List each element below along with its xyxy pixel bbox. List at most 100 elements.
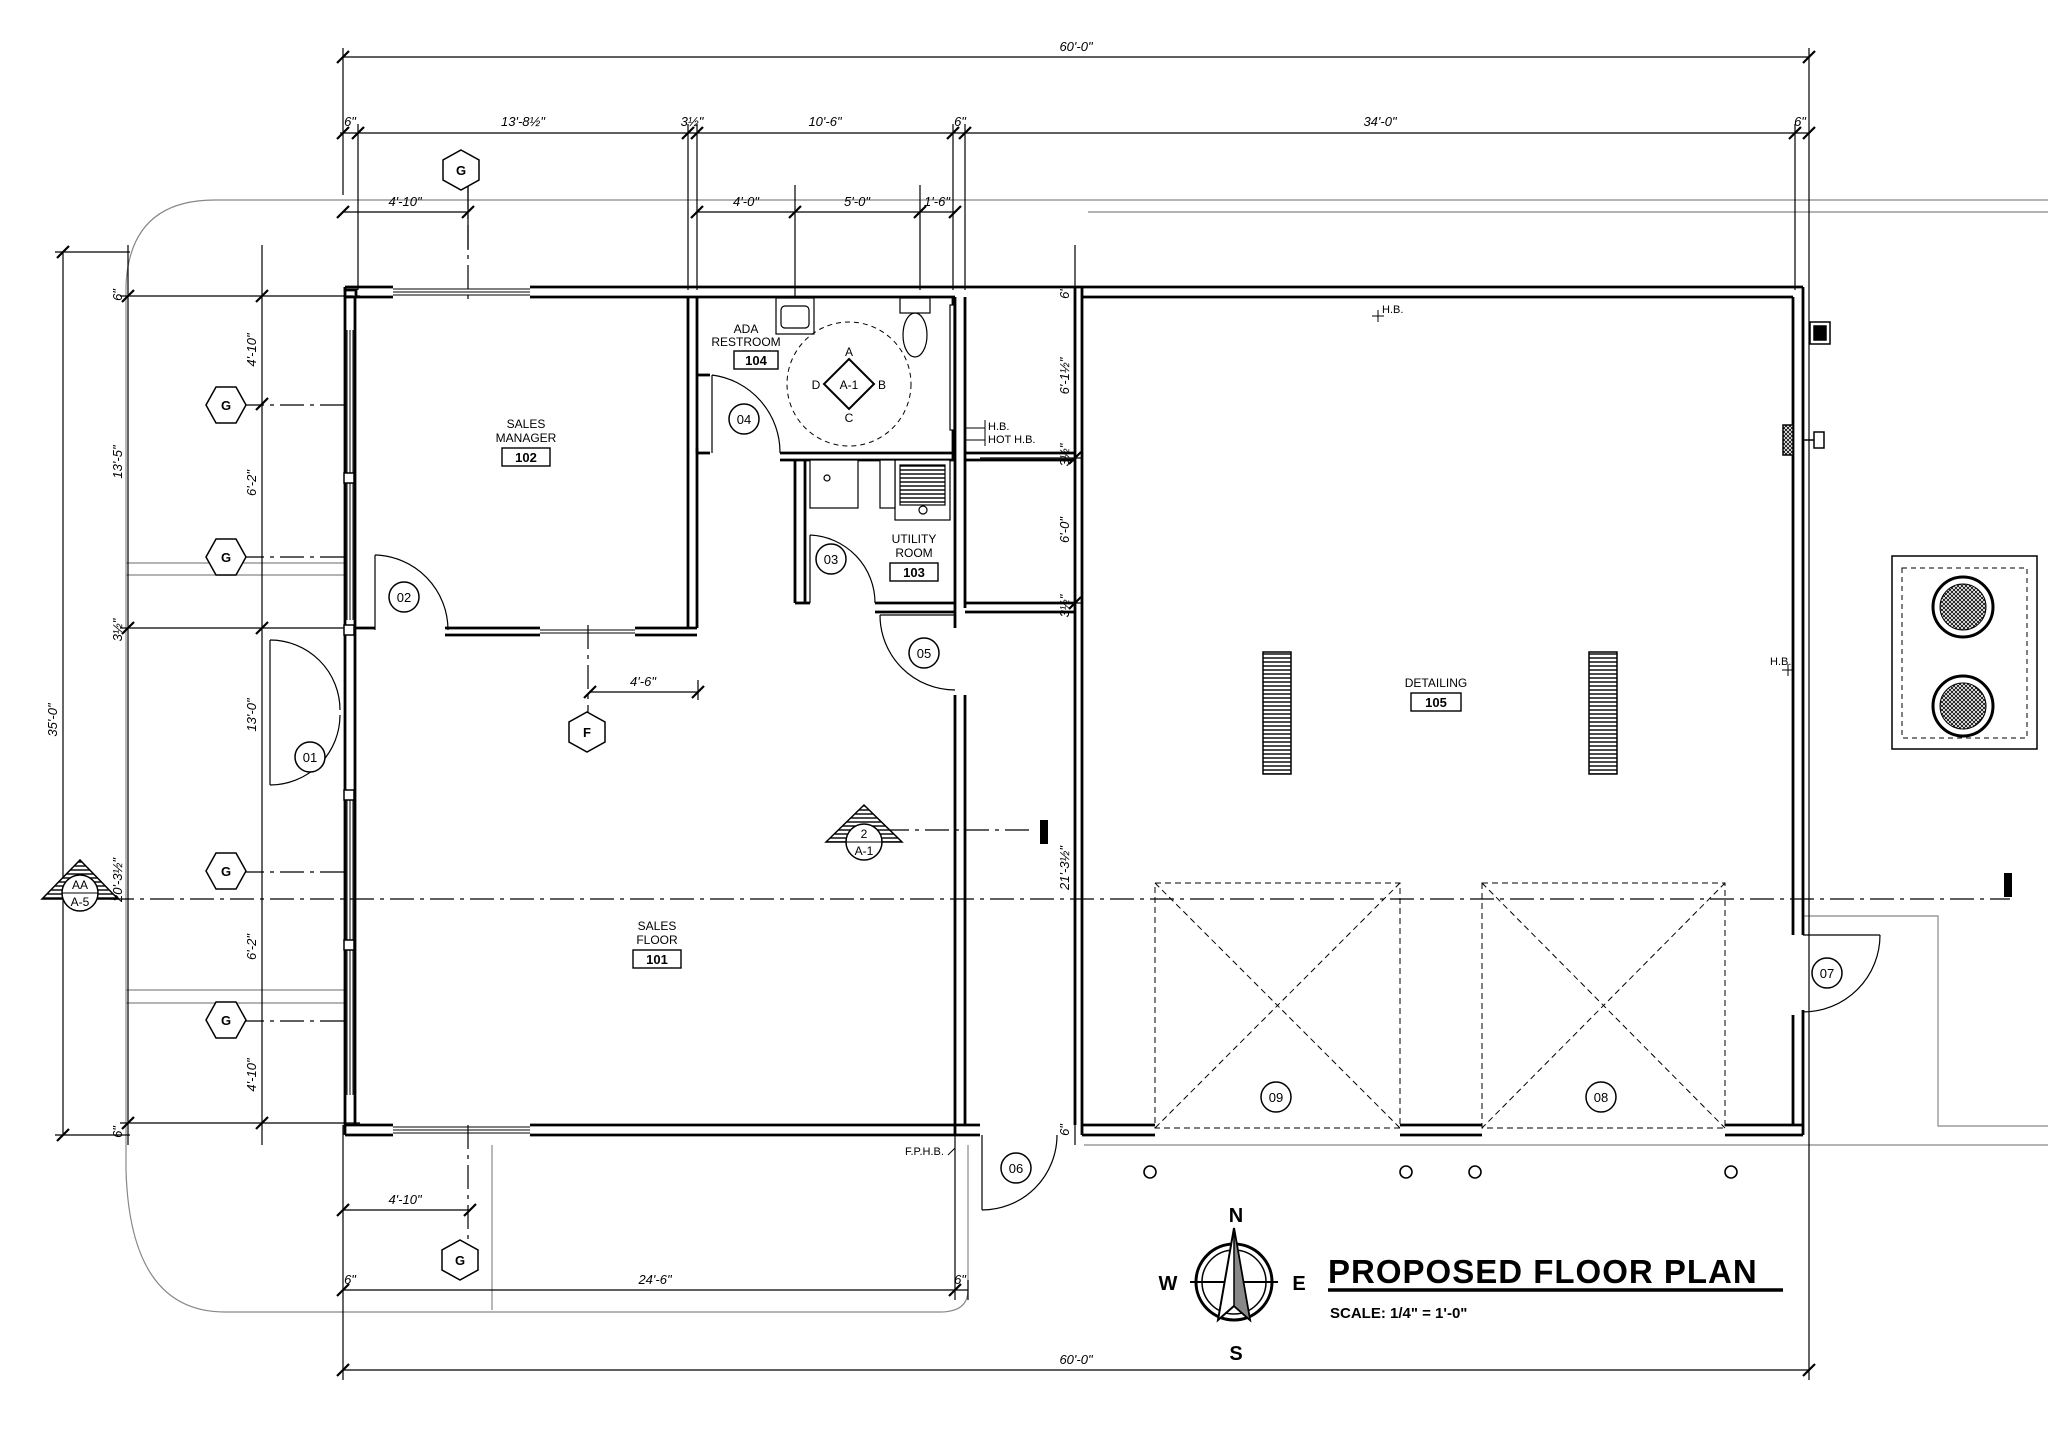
dim-mid-6-0: 6'-0" xyxy=(1057,516,1072,543)
door-tag-08: 08 xyxy=(1594,1090,1608,1105)
door-tag-03: 03 xyxy=(824,552,838,567)
window-tag-top: G xyxy=(456,163,466,178)
room-101-name-1: SALES xyxy=(638,919,677,933)
dim-left-20-3: 20'-3½" xyxy=(110,857,125,903)
dim-seg-6a: 6" xyxy=(344,114,357,129)
dim-w-4-0: 4'-0" xyxy=(733,194,760,209)
window-tags xyxy=(205,149,606,1281)
section-mark-2: 2 A-1 xyxy=(824,803,904,861)
dim-w-6-bottom-left: 6" xyxy=(344,1272,357,1287)
room-label-text: SALES MANAGER 102 ADA RESTROOM 104 UTILI… xyxy=(496,322,1468,967)
storefront-windows xyxy=(346,288,635,1134)
section-mark-aa: AA A-5 xyxy=(40,858,120,912)
door-tags xyxy=(294,403,1843,1184)
title-block: PROPOSED FLOOR PLAN SCALE: 1/4" = 1'-0" xyxy=(1328,1253,1783,1322)
room-101-name-2: FLOOR xyxy=(636,933,678,947)
dimension-lines xyxy=(55,48,1810,1380)
dimension-ticks xyxy=(56,50,1816,1377)
note-leaders xyxy=(947,310,1794,1156)
note-hot-hb: HOT H.B. xyxy=(988,434,1035,446)
dim-w-4-10-bottom: 4'-10" xyxy=(388,1192,423,1207)
dim-w-5-0: 5'-0" xyxy=(844,194,871,209)
door-tag-09: 09 xyxy=(1269,1090,1283,1105)
section-mark-aa-top: AA xyxy=(72,878,88,892)
dim-mid-6-bottom: 6" xyxy=(1057,1123,1072,1136)
window-tag-west-1: G xyxy=(221,398,231,413)
notes: H.B. H.B. HOT H.B. H.B. F.P.H.B. xyxy=(905,304,1791,1158)
window-tag-bottom: G xyxy=(455,1253,465,1268)
dim-seg-6b: 6" xyxy=(954,114,967,129)
dim-w-24-6: 24'-6" xyxy=(637,1272,673,1287)
equipment-pad xyxy=(1891,555,2038,750)
section-mark-2-bottom: A-1 xyxy=(855,844,874,858)
room-105-number: 105 xyxy=(1425,695,1447,710)
plumbing-fixtures xyxy=(775,297,955,521)
dim-inner-13-0: 13'-0" xyxy=(244,697,259,732)
dim-mid-6-1: 6'-1½" xyxy=(1057,356,1072,394)
note-hb-right: H.B. xyxy=(1770,656,1791,668)
note-hb-top: H.B. xyxy=(1382,304,1403,316)
door-tag-01: 01 xyxy=(303,750,317,765)
door-tag-07: 07 xyxy=(1820,966,1834,981)
room-104-number: 104 xyxy=(745,353,767,368)
sheet-scale: SCALE: 1/4" = 1'-0" xyxy=(1330,1305,1467,1322)
turning-circle-a: A xyxy=(845,345,853,359)
door-tag-04: 04 xyxy=(737,412,751,427)
site-outline xyxy=(125,199,2048,1313)
dim-w-1-6: 1'-6" xyxy=(924,194,951,209)
compass-south: S xyxy=(1229,1343,1242,1365)
door-swings xyxy=(269,374,1881,1211)
door-tag-06: 06 xyxy=(1009,1161,1023,1176)
dim-left-6-top: 6" xyxy=(110,288,125,301)
window-mullions xyxy=(343,472,355,951)
window-tag-text: G G G G G G F xyxy=(221,163,591,1268)
dim-w-4-10-top: 4'-10" xyxy=(388,194,423,209)
dim-overall-bottom: 60'-0" xyxy=(1059,1352,1094,1367)
door-tag-02: 02 xyxy=(397,590,411,605)
room-105-name-1: DETAILING xyxy=(1405,676,1467,690)
dim-seg-34: 34'-0" xyxy=(1363,114,1398,129)
dim-inner-4-10-top: 4'-10" xyxy=(244,332,259,367)
dimension-text: 60'-0" 6" 13'-8½" 3½" 10'-6" 6" 34'-0" 6… xyxy=(45,39,1807,1367)
window-tag-west-2: G xyxy=(221,550,231,565)
dim-w-6-bottom-right: 6" xyxy=(954,1272,967,1287)
dim-inner-6-2-bottom: 6'-2" xyxy=(244,933,259,960)
compass-west: W xyxy=(1159,1273,1178,1295)
walls xyxy=(343,285,1805,1137)
window-tag-f: F xyxy=(583,725,591,740)
room-102-name-1: SALES xyxy=(507,417,546,431)
window-tag-west-4: G xyxy=(221,1013,231,1028)
section-mark-aa-bottom: A-5 xyxy=(71,895,90,909)
north-arrow: N S E W xyxy=(1159,1205,1306,1365)
overhead-doors xyxy=(1154,882,1726,1129)
room-103-number: 103 xyxy=(903,565,925,580)
room-104-name-2: RESTROOM xyxy=(711,335,780,349)
room-102-name-2: MANAGER xyxy=(496,431,557,445)
dim-seg-13-8: 13'-8½" xyxy=(501,114,546,129)
turning-circle-ref: A-1 xyxy=(840,378,859,392)
section-mark-2-top: 2 xyxy=(861,827,868,841)
ada-turning-circle: A-1 A B C D xyxy=(786,321,912,447)
wall-equipment xyxy=(1782,321,1831,456)
compass-east: E xyxy=(1292,1273,1305,1295)
dim-left-13-5: 13'-5" xyxy=(110,444,125,479)
dim-overall-top: 60'-0" xyxy=(1059,39,1094,54)
dim-inner-4-10-bottom: 4'-10" xyxy=(244,1057,259,1092)
window-tag-west-3: G xyxy=(221,864,231,879)
dim-left-35: 35'-0" xyxy=(45,702,60,737)
sheet-title: PROPOSED FLOOR PLAN xyxy=(1328,1253,1758,1290)
door-tag-05: 05 xyxy=(917,646,931,661)
dim-mid-3-5-a: 3½" xyxy=(1057,442,1072,466)
dim-mid-21-3: 21'-3½" xyxy=(1057,845,1072,891)
door-tag-text: 01 02 03 04 05 06 07 08 09 xyxy=(303,412,1834,1176)
note-fphb: F.P.H.B. xyxy=(905,1146,944,1158)
room-labels xyxy=(501,350,1462,969)
dim-left-6-bottom: 6" xyxy=(110,1125,125,1138)
room-101-number: 101 xyxy=(646,952,668,967)
note-hb-wall: H.B. xyxy=(988,421,1009,433)
section-cut-markers xyxy=(1040,820,2012,897)
room-104-name-1: ADA xyxy=(734,322,759,336)
turning-circle-b: B xyxy=(878,378,886,392)
compass-north: N xyxy=(1229,1205,1243,1227)
